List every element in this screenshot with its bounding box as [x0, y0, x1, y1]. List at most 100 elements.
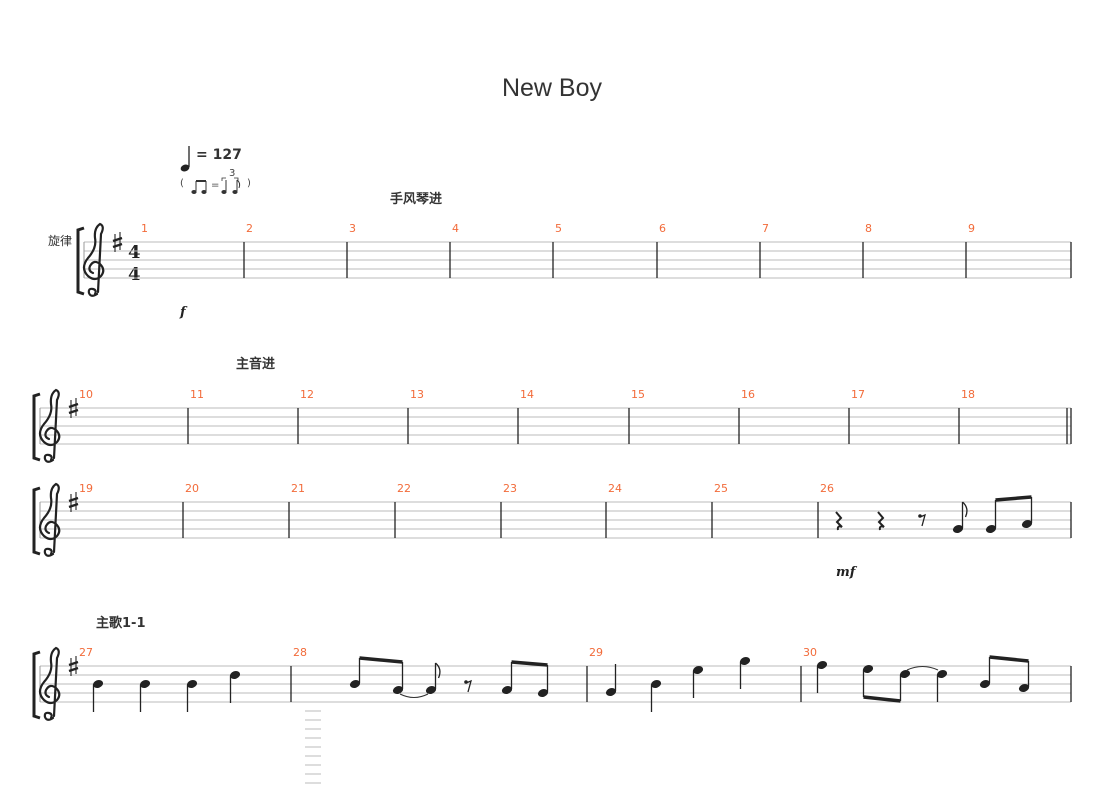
staff-system: 1 2 3 4 5 6 7 8 9 — [76, 222, 1072, 297]
treble-clef-icon — [38, 646, 61, 721]
quarter-rest-icon — [877, 511, 885, 531]
tie — [399, 693, 429, 699]
beam — [995, 495, 1032, 502]
notehead — [186, 680, 198, 688]
flag — [962, 501, 968, 518]
swing-paren-close: ) — [247, 178, 251, 189]
measure-number: 18 — [961, 388, 975, 401]
measure-number: 5 — [555, 222, 562, 235]
eighth-rest-stroke — [465, 679, 472, 693]
beam — [989, 655, 1029, 663]
beam — [863, 695, 901, 703]
notes — [92, 495, 1033, 784]
measure-number: 2 — [246, 222, 253, 235]
key-signature-sharp-bars — [112, 236, 123, 249]
measure-number: 14 — [520, 388, 534, 401]
notehead — [899, 670, 911, 678]
tempo-bpm: = 127 — [196, 147, 242, 163]
measure-number: 4 — [452, 222, 459, 235]
swing-tuplet: 3 — [229, 168, 235, 179]
measure-number: 29 — [589, 646, 603, 659]
quarter-note-icon — [180, 164, 190, 172]
key-signature-sharp-icon — [70, 398, 77, 418]
notehead — [392, 686, 404, 694]
key-signature-sharp-bars — [68, 660, 79, 673]
score-title: New Boy — [502, 74, 603, 102]
dynamic-forte: f — [179, 305, 188, 320]
staff-system: 10 11 12 13 14 15 16 17 18 — [32, 388, 1072, 463]
quarter-rest-icon — [835, 511, 843, 531]
treble-clef-icon — [38, 482, 61, 557]
notehead — [650, 680, 662, 688]
measure-number: 15 — [631, 388, 645, 401]
key-signature-sharp-icon — [70, 656, 77, 676]
notehead — [979, 680, 991, 688]
measure-number: 1 — [141, 222, 148, 235]
swing-eighths-icon — [191, 177, 241, 194]
swing-paren-open: ( — [180, 178, 184, 189]
notehead — [936, 670, 948, 678]
notehead — [1021, 520, 1033, 528]
time-signature-bottom: 4 — [128, 264, 141, 285]
measure-number: 17 — [851, 388, 865, 401]
swing-equals: = — [211, 180, 219, 191]
measure-number: 25 — [714, 482, 728, 495]
instrument-name: 旋律 — [48, 234, 72, 248]
key-signature-sharp-icon — [70, 492, 77, 512]
notehead — [1018, 684, 1030, 692]
bracket — [76, 226, 85, 296]
measure-number: 24 — [608, 482, 622, 495]
notehead — [92, 680, 104, 688]
measure-number: 20 — [185, 482, 199, 495]
treble-clef-icon — [82, 222, 105, 297]
measure-number: 11 — [190, 388, 204, 401]
eighth-rest-stroke — [919, 513, 926, 527]
key-signature-sharp-bars — [68, 402, 79, 415]
flag — [435, 662, 441, 679]
time-signature-top: 4 — [128, 242, 141, 263]
measure-number: 26 — [820, 482, 834, 495]
bracket — [32, 650, 41, 720]
beam — [359, 656, 403, 664]
beam — [511, 660, 548, 667]
notehead — [862, 665, 874, 673]
measure-number: 21 — [291, 482, 305, 495]
measure-number: 13 — [410, 388, 424, 401]
measure-number: 3 — [349, 222, 356, 235]
notehead — [692, 666, 704, 674]
measure-number: 9 — [968, 222, 975, 235]
key-signature-sharp-bars — [68, 496, 79, 509]
notehead — [229, 671, 241, 679]
notehead — [952, 525, 964, 533]
measure-number: 16 — [741, 388, 755, 401]
measure-number: 28 — [293, 646, 307, 659]
staff-system: 19 20 21 22 23 24 25 26 — [32, 482, 1072, 557]
notehead — [739, 657, 751, 665]
key-signature-sharp-icon — [114, 232, 121, 252]
staff-system: 27 28 29 30 — [32, 646, 1072, 721]
measure-number: 10 — [79, 388, 93, 401]
bracket — [32, 486, 41, 556]
dynamic-mezzo-forte: mf — [836, 565, 858, 580]
rehearsal-mark: 手风琴进 — [390, 191, 442, 207]
measure-number: 7 — [762, 222, 769, 235]
measure-number: 23 — [503, 482, 517, 495]
treble-clef-icon — [38, 388, 61, 463]
measure-number: 30 — [803, 646, 817, 659]
measure-number: 19 — [79, 482, 93, 495]
measure-number: 27 — [79, 646, 93, 659]
tie — [906, 665, 939, 671]
bracket — [32, 392, 41, 462]
notehead — [605, 688, 617, 696]
measure-number: 8 — [865, 222, 872, 235]
tempo-marking: = 127 3 ( = ) — [180, 146, 251, 194]
measure-number: 22 — [397, 482, 411, 495]
notehead — [816, 661, 828, 669]
measure-number: 12 — [300, 388, 314, 401]
measure-number: 6 — [659, 222, 666, 235]
notehead — [139, 680, 151, 688]
notehead — [425, 686, 437, 694]
notehead — [349, 680, 361, 688]
